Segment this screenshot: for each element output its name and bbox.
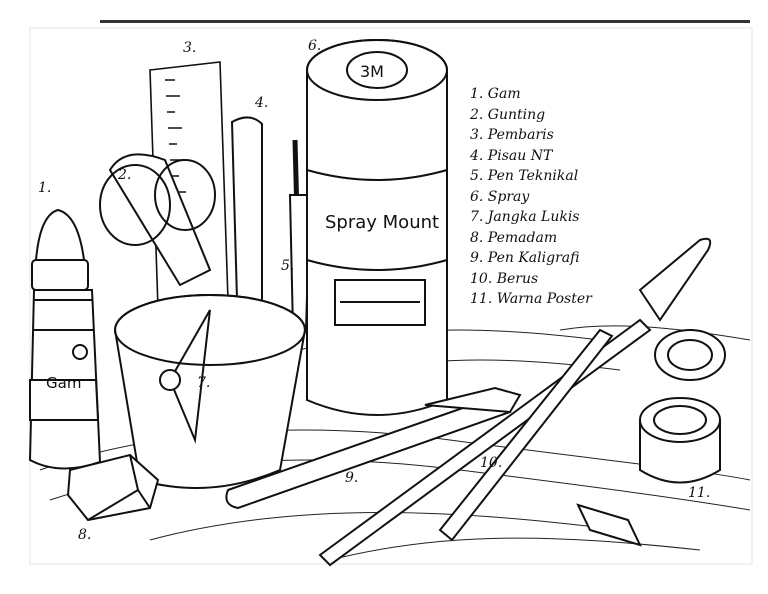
callout-number-8: 8. — [78, 527, 92, 543]
legend-item-5: 5. Pen Teknikal — [470, 168, 579, 184]
legend-item-6: 6. Spray — [470, 188, 530, 205]
legend-item-4: 4. Pisau NT — [470, 147, 553, 164]
legend-item-9: 9. Pen Kaligrafi — [470, 250, 580, 266]
brush-drawing — [318, 237, 712, 567]
legend-item-8: 8. Pemadam — [470, 229, 558, 246]
glue-label-text: Gam — [46, 374, 81, 392]
callout-number-4: 4. — [255, 95, 269, 111]
callout-number-11: 11. — [688, 485, 711, 501]
callout-number-2: 2. — [118, 167, 132, 183]
calligraphy-pen-drawing — [225, 386, 522, 510]
spray-can-drawing: 3M Spray Mount — [306, 39, 448, 416]
glue-bottle-drawing: Gam — [28, 208, 102, 470]
callout-number-1: 1. — [38, 180, 52, 196]
top-border-line — [100, 20, 750, 23]
spray-logo-text: 3M — [360, 62, 384, 81]
legend-item-3: 3. Pembaris — [470, 127, 554, 143]
poster-paint-drawing — [576, 329, 726, 547]
eraser-drawing — [66, 453, 160, 522]
callout-number-9: 9. — [345, 470, 359, 486]
spray-label-text: Spray Mount — [325, 212, 439, 233]
callout-number-6: 6. — [308, 38, 322, 54]
legend-item-2: 2. Gunting — [470, 106, 546, 123]
legend-item-1: 1. Gam — [470, 86, 521, 102]
callout-number-7: 7. — [197, 375, 211, 391]
legend-item-7: 7. Jangka Lukis — [470, 209, 580, 225]
legend-item-10: 10. Berus — [470, 270, 539, 287]
callout-number-5: 5. — [281, 258, 295, 274]
callout-number-10: 10. — [480, 455, 503, 471]
legend-item-11: 11. Warna Poster — [470, 291, 592, 307]
callout-number-3: 3. — [183, 40, 197, 56]
pencil-cup-drawing — [99, 116, 312, 489]
tools-legend-list: 1. Gam 2. Gunting 3. Pembaris 4. Pisau N… — [470, 84, 650, 310]
